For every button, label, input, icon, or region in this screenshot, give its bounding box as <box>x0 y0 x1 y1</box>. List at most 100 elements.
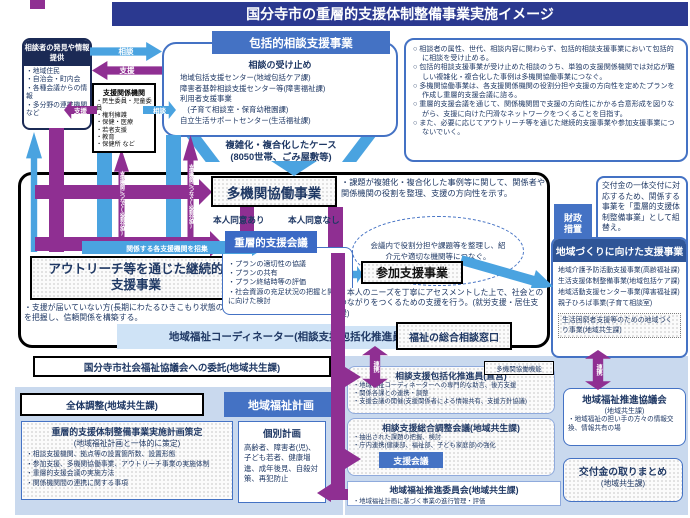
comprehensive-item: 自立生活サポートセンター(生活福祉課) <box>180 115 311 125</box>
consulter-discovery-box: 相談者の発見や情報提供 ・地域住民 ・自治会・町内会 ・各種会議からの情報 ・多… <box>22 38 92 130</box>
plan-item: ・プラン終結時等の評価 <box>228 278 307 287</box>
grant-sub: (地域共生課) <box>600 479 646 488</box>
layered-meeting-box: 重層的支援会議 <box>225 231 317 253</box>
complex-case-line2: (8050世帯、ごみ屋敷等) <box>230 152 332 162</box>
page-title: 国分寺市の重層的支援体制整備事業実施イメージ <box>112 2 688 26</box>
discovery-item: ・地域住民 <box>26 68 60 75</box>
consent-yes-connector <box>240 207 254 233</box>
coordination-item: ・庁内連携(健康部、福祉部、子ども家庭部)の強化 <box>353 442 496 450</box>
org-item: ・教育 <box>96 133 115 141</box>
complex-case-line1: 複雑化・複合化したケース <box>225 140 337 150</box>
note-item: ○ また、必要に応じてアウトリーチ等を通じた継続的支援事業や参加支援事業につない… <box>413 118 675 136</box>
promoter-item: ・支援会議の開催(支援関係者による情報共有、支援方針協議) <box>353 398 528 406</box>
discovery-item: ・各種会議からの情報 <box>26 84 88 101</box>
participation-box: 参加支援事業 <box>361 261 463 284</box>
comprehensive-subtitle: 相談の受け止め <box>248 60 312 70</box>
coordination-meeting-title: 相談支援総合調整会議(地域共生課) <box>382 423 520 433</box>
support-organizations-header: 支援関係機関 <box>103 89 145 97</box>
comprehensive-item: 障害者基幹相談支援センター等(障害福祉課) <box>180 83 326 93</box>
outreach-box: アウトリーチ等を通じた継続的支援事業 <box>30 256 242 300</box>
multiagency-function-label: 多機関協働機能 <box>484 361 554 375</box>
council-title: 地域福祉推進協議会 <box>582 394 667 405</box>
committee-desc: ・地域福祉計画に基づく事業の進行管理・評価 <box>353 498 486 505</box>
committee-bar: 地域福祉推進委員会(地域共生課) ・地域福祉計画に基づく事業の進行管理・評価 <box>347 481 561 506</box>
consult-arrow-label: 相談 <box>153 108 166 115</box>
participation-desc: ・本人のニーズを丁寧にアセスメントした上で、社会とのつながりをつくるための支援を… <box>339 288 547 326</box>
multi-agency-box: 多機関協働事業 <box>211 176 337 207</box>
multi-agency-desc: ・課題が複雑化・複合化した事例等に関して、関係者や関係機関の役割を整理、支援の方… <box>341 178 546 199</box>
individual-plan-box: 個別計画 高齢者、障害者(児)、子ども若者、健康増進、成年後見、自殺対策、再犯防… <box>238 421 326 503</box>
consult-arrow-top: 相談 <box>90 42 162 61</box>
individual-plan-body: 高齢者、障害者(児)、子ども若者、健康増進、成年後見、自殺対策、再犯防止 <box>244 443 318 484</box>
plan-making-item: ・相談支援機関、拠点等の設置箇所数、設置形態 <box>26 451 176 458</box>
consent-yes-label: 本人同意あり <box>213 215 265 225</box>
plan-making-box: 重層的支援体制整備事業実施計画策定 (地域福祉計画と一体的に策定) ・相談支援機… <box>21 421 233 500</box>
community-dev-item: 生活支援体制整備事業(地域包括ケア課) <box>558 278 680 286</box>
org-item: ・保健所 など <box>96 140 135 148</box>
notes-box: ○ 相談者の属性、世代、相談内容に関わらず、包括的相談支援事業において包括的に相… <box>404 38 688 162</box>
promoter-title: 相談支援包括化推進員(直営) <box>395 371 507 381</box>
plan-making-title: 重層的支援体制整備事業実施計画策定 <box>51 427 203 437</box>
discovery-item: ・多分野の連携機関など <box>26 101 88 118</box>
support-arrow-label: 支援 <box>119 66 135 75</box>
grant-title: 交付金の取りまとめ <box>578 467 668 478</box>
outreach-desc: ・支援が届いていない方(長期にわたるひきこもり状態の方等)を把握し、信頼関係を構… <box>24 303 243 323</box>
consult-arrow-label: 相談 <box>118 47 134 56</box>
consent-no-label: 本人同意なし <box>288 215 340 225</box>
community-dev-subbox: 生活困窮者支援等のための地域づくり事業(地域共生課) <box>558 313 681 338</box>
council-sub: (地域共生課) <box>604 408 645 415</box>
comprehensive-item: 利用者支援事業 <box>180 94 232 104</box>
council-box: 地域福祉推進協議会 (地域共生課) ・地域福祉の担い手の方々の情報交換、情報共有… <box>563 388 686 446</box>
note-item: ○ 多機関協働事業は、各支援関係機関の役割分担や支援の方向性を定めたプランを作成… <box>413 81 675 100</box>
org-item: ・保健・医療 <box>96 119 134 127</box>
individual-plan-title: 個別計画 <box>262 429 301 440</box>
convene-arrow-band: 関係する各支援機関を招集 <box>82 241 252 254</box>
note-item: ○ 包括的相談支援事業が受け止めた相談のうち、単独の支援関係機関では対応が難しい… <box>413 63 675 81</box>
committee-title: 地域福祉推進委員会(地域共生課) <box>389 485 519 495</box>
blue-connector-1 <box>97 151 112 251</box>
promoter-item: ・地域福祉コーディネーターへの専門的な助言、後方支援 <box>353 382 517 389</box>
community-dev-box: 地域づくりに向けた支援事業 地域介護予防活動支援事業(高齢福祉課) 生活支援体制… <box>551 237 688 358</box>
connect-vertical-label: 支援機関につなぐ(役割分担) <box>188 163 194 229</box>
consent-no-connector <box>328 207 343 255</box>
overall-adjustment-box: 全体調整(地域共生課) <box>20 393 204 416</box>
plan-item: ・社会資源の充足状況の把握と開発に向けた検討 <box>228 287 342 305</box>
org-item: ・権利擁護 <box>96 112 127 120</box>
support-organizations-box: 支援関係機関 ・民生委員・児童委員 ・権利擁護 ・保健・医療 ・若者支援 ・教育… <box>92 83 156 153</box>
community-dev-header: 地域づくりに向けた支援事業 <box>553 239 686 262</box>
renkei-label: 連携 <box>372 361 380 373</box>
org-item: ・若者支援 <box>96 126 127 134</box>
community-dev-item: 地域介護予防活動支援事業(高齢福祉課) <box>558 267 680 274</box>
entrust-bar: 国分寺市社会福祉協議会への委託(地域共生課) <box>33 356 331 377</box>
comprehensive-item: (子育て相談室・保育幼稚園課) <box>180 105 289 115</box>
plan-making-item: ・参加支援、多機関協働事業、アウトリーチ事業の実施体制 <box>26 460 210 468</box>
support-arrow-label: 支援 <box>74 108 87 115</box>
plan-item: ・プランの適切性の協議 <box>228 260 307 268</box>
plan-making-subtitle: (地域福祉計画と一体的に策定) <box>73 439 181 448</box>
plan-item: ・プランの共有 <box>228 269 278 278</box>
consulter-discovery-header: 相談者の発見や情報提供 <box>24 40 90 66</box>
grant-box: 交付金の取りまとめ (地域共生課) <box>563 458 683 502</box>
comprehensive-item: 地域包括支援センター(地域包括ケア課) <box>180 73 311 82</box>
convene-label: 関係する各支援機関を招集 <box>126 245 208 253</box>
coordination-item: ・抽出された課題の把握、検討 <box>353 434 442 441</box>
comprehensive-header: 包括的相談支援事業 <box>212 31 390 54</box>
note-item: ○ 相談者の属性、世代、相談内容に関わらず、包括的相談支援事業において包括的に相… <box>413 45 674 63</box>
connect-vertical-label: 支援機関につなぐ(役割分担) <box>119 170 125 236</box>
welfare-window-box: 福祉の総合相談窓口 <box>396 322 512 350</box>
support-arrow-top: 支援 <box>92 61 162 80</box>
discovery-item: ・自治会・町内会 <box>26 76 81 84</box>
note-item: ○ 重層的支援会議を通じて、関係機関間で支援の方向性にかかる合意形成を図りながら… <box>413 100 675 118</box>
connect-up-arrow-1-label-wrap: 支援機関につなぐ(役割分担) <box>114 158 129 248</box>
community-dev-item: 地域活動支援センター事業(障害福祉課) <box>558 289 680 297</box>
comprehensive-consultation-box: 相談の受け止め 地域包括支援センター(地域包括ケア課) 障害者基幹相談支援センタ… <box>162 42 398 137</box>
purple-trunk <box>331 253 345 498</box>
promoter-item: ・関係各課との連携・調整 <box>353 390 429 398</box>
welfare-plan-header: 地域福祉計画 <box>224 392 338 417</box>
community-dev-item: 親子ひろば事業(子育て相談室) <box>558 300 653 308</box>
top-edge-arrow-stub <box>30 0 45 9</box>
to-multiagency-arrow-shaft <box>35 185 199 199</box>
renkei-label: 連携 <box>595 364 603 376</box>
connect-up-arrow-2-label-wrap: 支援機関につなぐ(役割分担) <box>183 146 198 246</box>
